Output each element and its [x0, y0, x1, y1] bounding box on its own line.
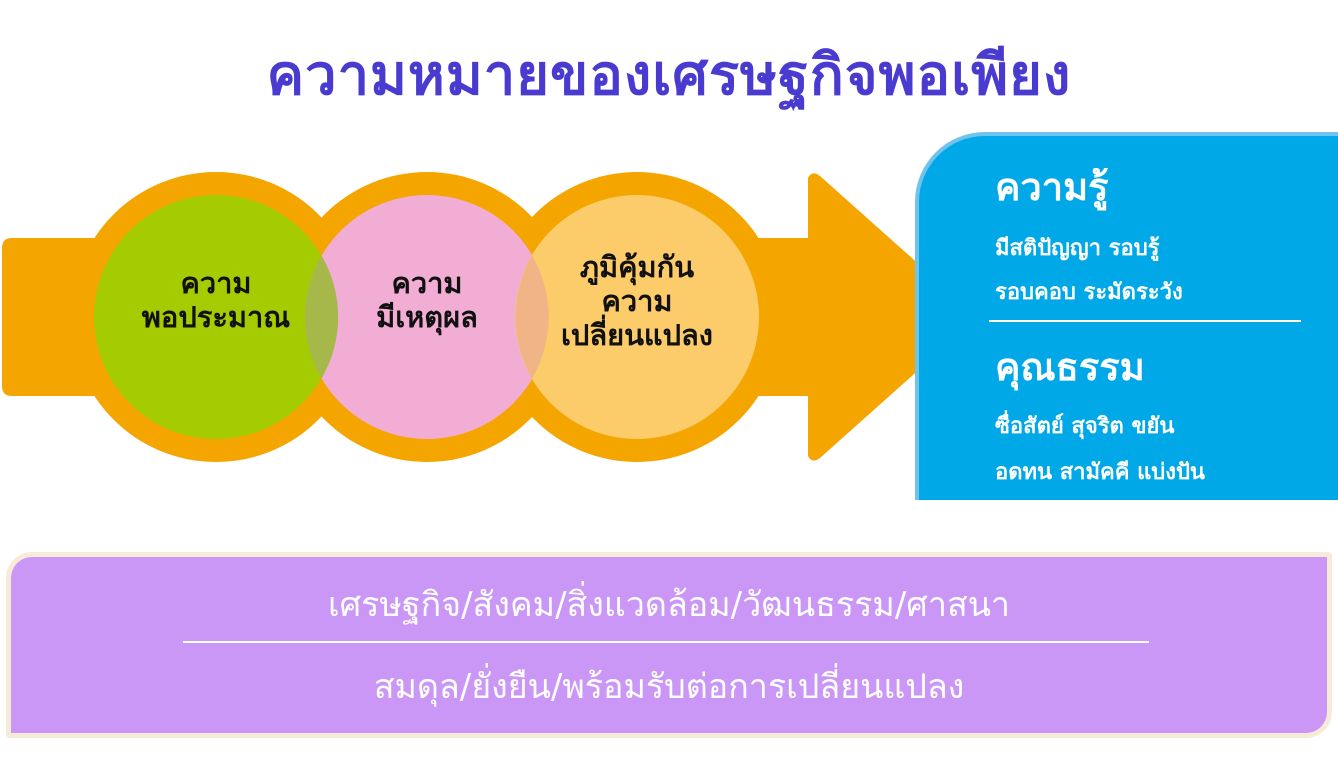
virtue-line-2: อดทน สามัคคี แบ่งปัน: [995, 460, 1205, 485]
circle-immunity: [515, 195, 759, 439]
virtue-line-1: ซื่อสัตย์ สุจริต ขยัน: [995, 414, 1175, 439]
panel-divider: [989, 320, 1301, 322]
circle-moderation-line2: พอประมาณ: [141, 300, 291, 334]
knowledge-heading: ความรู้: [995, 165, 1109, 209]
circle-reasonableness-label: ความ มีเหตุผล: [312, 266, 542, 334]
circle-reasonableness-line1: ความ: [391, 266, 463, 300]
knowledge-line-2: รอบคอบ ระมัดระวัง: [995, 280, 1183, 305]
conditions-panel: ความรู้ มีสติปัญญา รอบรู้ รอบคอบ ระมัดระ…: [915, 132, 1338, 500]
outcome-line-1: เศรษฐกิจ/สังคม/สิ่งแวดล้อม/วัฒนธรรม/ศาสน…: [327, 585, 1011, 625]
circle-moderation-label: ความ พอประมาณ: [101, 266, 331, 334]
outcome-divider: [183, 641, 1149, 643]
circle-moderation: [94, 195, 338, 439]
overlap-lens-2: [515, 255, 549, 379]
circle-immunity-line2: ความ: [601, 284, 673, 318]
virtue-heading: คุณธรรม: [995, 345, 1145, 389]
circle-reasonableness: [305, 195, 549, 439]
outcome-line-2: สมดุล/ยั่งยืน/พร้อมรับต่อการเปลี่ยนแปลง: [373, 667, 965, 707]
circle-immunity-line3: เปลี่ยนแปลง: [561, 318, 713, 352]
overlap-lens-1: [304, 255, 339, 379]
circle-immunity-label: ภูมิคุ้มกัน ความ เปลี่ยนแปลง: [522, 250, 752, 352]
page-title: ความหมายของเศรษฐกิจพอเพียง: [266, 43, 1072, 108]
circle-reasonableness-line2: มีเหตุผล: [376, 300, 478, 334]
circle-moderation-line1: ความ: [180, 266, 252, 300]
outcome-box: เศรษฐกิจ/สังคม/สิ่งแวดล้อม/วัฒนธรรม/ศาสน…: [6, 552, 1332, 738]
knowledge-line-1: มีสติปัญญา รอบรู้: [995, 236, 1160, 261]
circle-immunity-line1: ภูมิคุ้มกัน: [579, 250, 695, 284]
